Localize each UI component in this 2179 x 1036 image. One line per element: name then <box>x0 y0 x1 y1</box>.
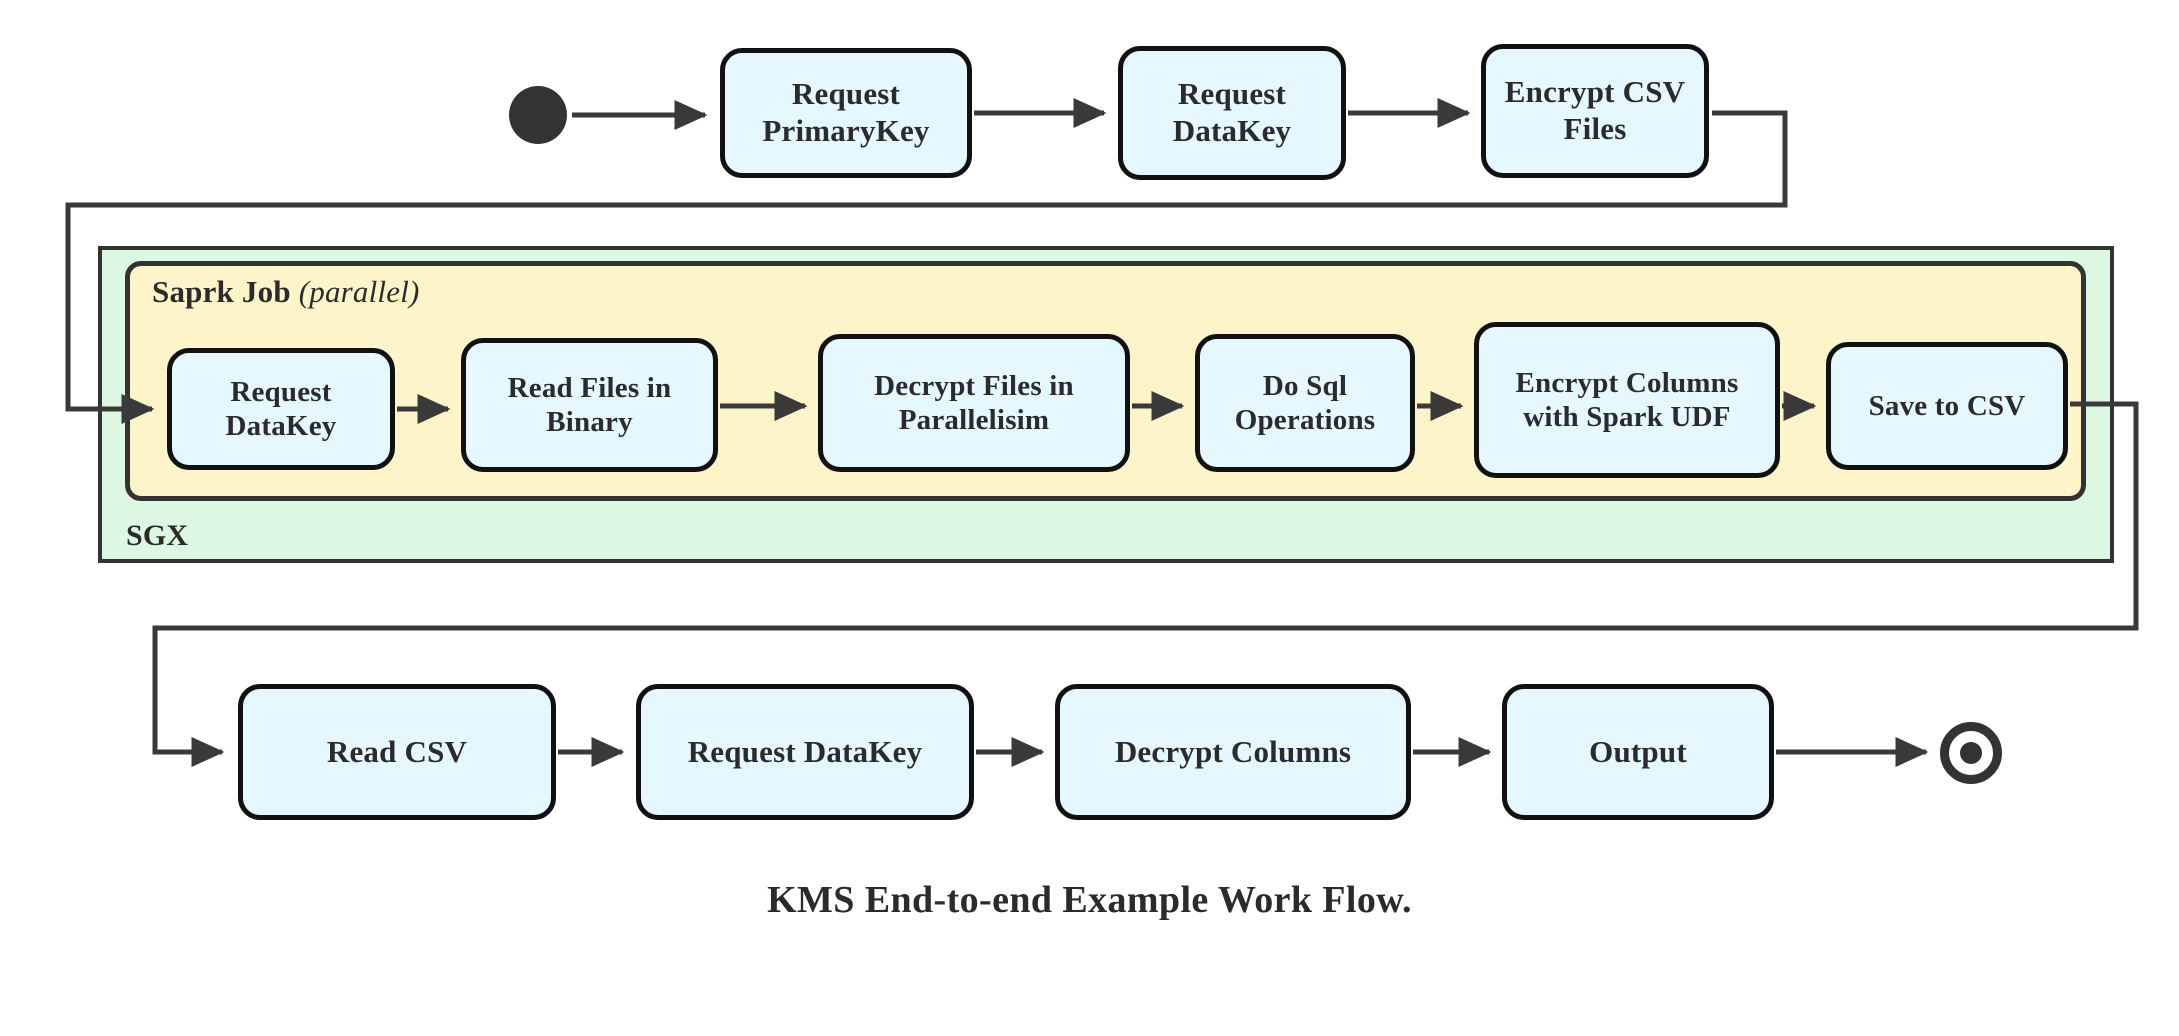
group-spark-job-label: Saprk Job (parallel) <box>152 274 420 310</box>
end-node-dot <box>1960 742 1982 764</box>
node-encrypt-columns-with-spark-udf[interactable]: Encrypt Columns with Spark UDF <box>1474 322 1780 478</box>
node-save-to-csv[interactable]: Save to CSV <box>1826 342 2068 470</box>
node-label: Save to CSV <box>1868 389 2026 422</box>
node-label: Encrypt Columns with Spark UDF <box>1515 366 1739 433</box>
node-read-files-in-binary[interactable]: Read Files in Binary <box>461 338 718 472</box>
group-sgx-label: SGX <box>126 519 189 552</box>
node-label: Request DataKey <box>1172 76 1292 148</box>
node-label: Request DataKey <box>225 375 337 442</box>
node-label: Decrypt Columns <box>1114 733 1352 769</box>
node-read-csv[interactable]: Read CSV <box>238 684 556 820</box>
node-request-datakey-bottom[interactable]: Request DataKey <box>636 684 974 820</box>
node-encrypt-csv-files[interactable]: Encrypt CSV Files <box>1481 44 1709 178</box>
node-label: Output <box>1589 733 1687 769</box>
node-decrypt-columns[interactable]: Decrypt Columns <box>1055 684 1411 820</box>
start-node <box>509 86 567 144</box>
node-label: Encrypt CSV Files <box>1504 74 1686 146</box>
node-label: Do Sql Operations <box>1234 369 1376 436</box>
node-label: Request PrimaryKey <box>762 76 930 148</box>
node-label: Request DataKey <box>687 733 923 769</box>
node-label: Read CSV <box>326 733 468 769</box>
group-spark-job-note: (parallel) <box>298 274 420 309</box>
node-decrypt-files-in-parallelisim[interactable]: Decrypt Files in Parallelisim <box>818 334 1130 472</box>
node-output[interactable]: Output <box>1502 684 1774 820</box>
node-label: Decrypt Files in Parallelisim <box>874 369 1074 436</box>
node-label: Read Files in Binary <box>507 371 672 438</box>
group-spark-job-title: Saprk Job <box>152 274 291 309</box>
node-request-datakey-top[interactable]: Request DataKey <box>1118 46 1346 180</box>
node-request-datakey-spark[interactable]: Request DataKey <box>167 348 395 470</box>
node-do-sql-operations[interactable]: Do Sql Operations <box>1195 334 1415 472</box>
node-request-primarykey[interactable]: Request PrimaryKey <box>720 48 972 178</box>
diagram-caption: KMS End-to-end Example Work Flow. <box>767 879 1412 921</box>
end-node <box>1940 722 2002 784</box>
